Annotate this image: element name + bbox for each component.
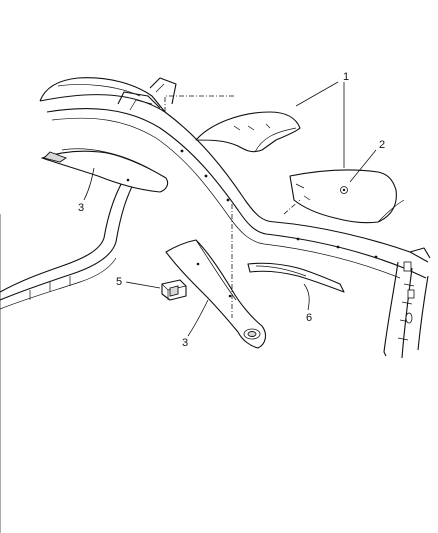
part-3-upper-trim <box>41 148 169 193</box>
callout-labels: 1 2 3 3 5 6 <box>78 71 385 349</box>
callout-2: 2 <box>379 139 385 151</box>
leader-lines <box>83 81 377 337</box>
part-6-molding <box>247 262 345 293</box>
callout-3-upper: 3 <box>78 202 84 214</box>
callout-6: 6 <box>306 312 312 324</box>
callout-5: 5 <box>116 276 122 288</box>
callout-1: 1 <box>343 71 349 83</box>
part-1-right-panel <box>289 169 405 224</box>
reference-lines <box>164 95 301 318</box>
body-structure <box>0 77 431 533</box>
part-5-clip <box>161 279 187 301</box>
part-3-lower-trim <box>165 239 267 349</box>
callout-3-lower: 3 <box>182 337 188 349</box>
part-1-left-panel <box>195 111 301 153</box>
